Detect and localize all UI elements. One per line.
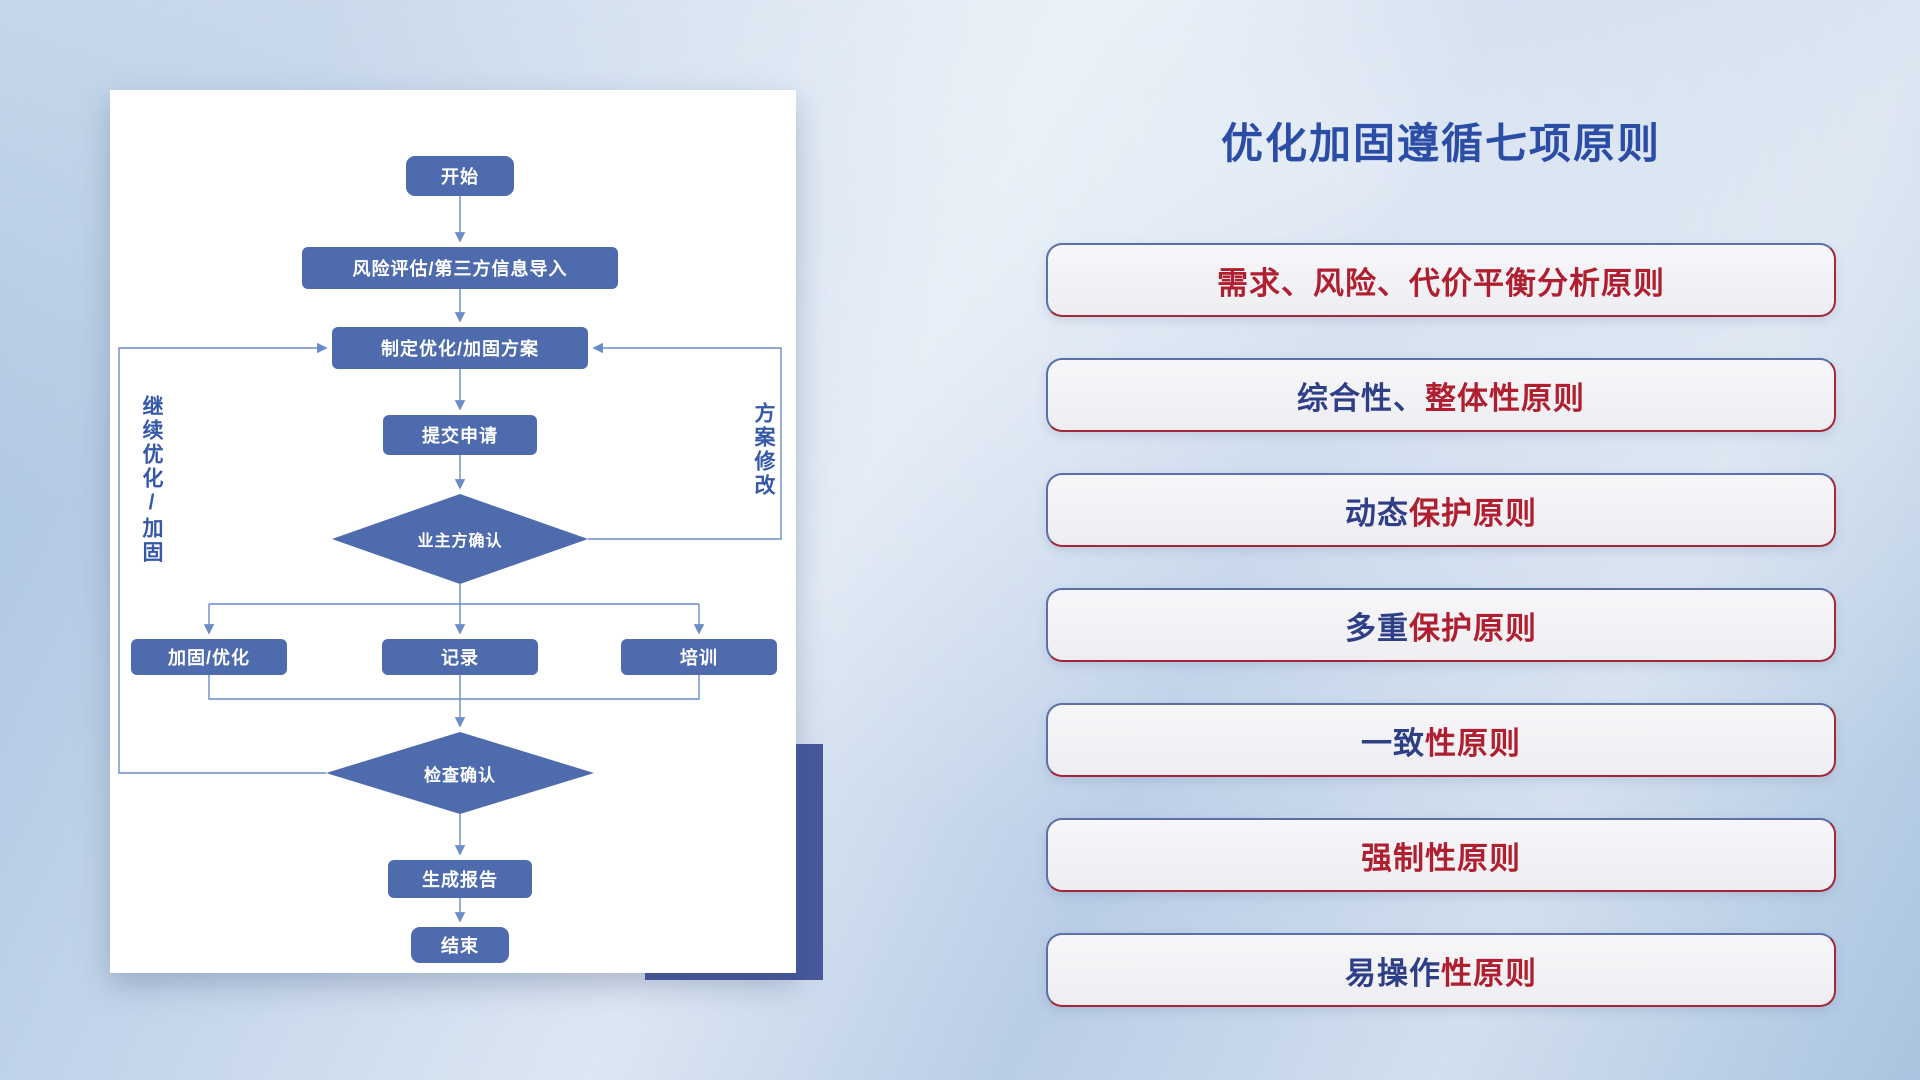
page-title: 优化加固遵循七项原则 <box>1220 120 1661 167</box>
principle-text-segment: 多重 <box>1345 610 1409 646</box>
flow-node-record: 记录 <box>382 639 538 675</box>
principle-text-segment: 需求、风险、代价平衡分析原则 <box>1217 265 1665 301</box>
principle-box: 易操作性原则 <box>1046 933 1836 1007</box>
principles-list: 需求、风险、代价平衡分析原则综合性、整体性原则动态保护原则多重保护原则一致性原则… <box>1046 243 1836 1007</box>
flow-node-start: 开始 <box>406 156 514 196</box>
principle-text-segment: 性原则 <box>1441 955 1537 991</box>
edge-owner-split <box>209 584 699 605</box>
principle-box: 一致性原则 <box>1046 703 1836 777</box>
flowchart-edges <box>118 196 782 923</box>
flow-node-report: 生成报告 <box>388 860 532 898</box>
principle-text-segment: 一致 <box>1361 725 1425 761</box>
flow-node-training: 培训 <box>621 639 777 675</box>
principle-text-segment: 保护原则 <box>1409 495 1537 531</box>
principle-text-segment: 强制性原则 <box>1361 840 1521 876</box>
principle-text-segment: 保护原则 <box>1409 610 1537 646</box>
flow-node-risk-import: 风险评估/第三方信息导入 <box>302 247 618 289</box>
principle-text-segment: 易操作 <box>1345 955 1441 991</box>
principle-text-segment: 整体性原则 <box>1425 380 1585 416</box>
edge-revise-loop <box>588 342 782 540</box>
flowchart-card: 开始 风险评估/第三方信息导入 制定优化/加固方案 提交申请 业主方确认 加固/… <box>110 90 796 973</box>
principle-text-segment: 性原则 <box>1425 725 1521 761</box>
flow-label-revise-loop: 方案修改 <box>752 402 775 498</box>
edge-merge <box>208 675 700 700</box>
flow-label-continue-loop: 继续优化/加固 <box>140 395 163 565</box>
principle-box: 动态保护原则 <box>1046 473 1836 547</box>
flow-node-end: 结束 <box>411 927 509 963</box>
principle-box: 综合性、整体性原则 <box>1046 358 1836 432</box>
principle-text-segment: 动态 <box>1345 495 1409 531</box>
flow-node-reinforce: 加固/优化 <box>131 639 287 675</box>
edge-continue-loop <box>118 342 328 774</box>
principle-box: 强制性原则 <box>1046 818 1836 892</box>
flow-node-submit: 提交申请 <box>383 415 537 455</box>
principle-box: 多重保护原则 <box>1046 588 1836 662</box>
principle-box: 需求、风险、代价平衡分析原则 <box>1046 243 1836 317</box>
flow-node-make-plan: 制定优化/加固方案 <box>332 327 588 369</box>
principle-text-segment: 综合性、 <box>1297 380 1425 416</box>
